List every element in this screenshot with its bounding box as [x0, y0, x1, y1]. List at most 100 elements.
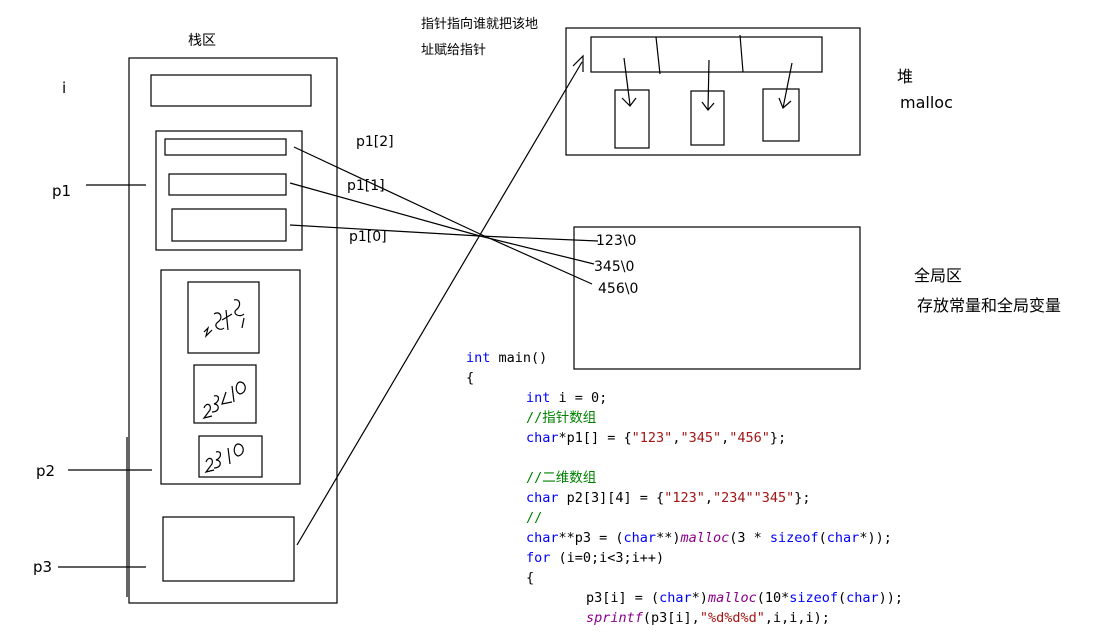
p3-box: [162, 516, 295, 582]
global-title: 全局区: [914, 266, 963, 285]
heap-arrowhead-3: [778, 97, 792, 110]
code-keyword: char: [659, 590, 692, 606]
code-text: };: [794, 490, 811, 506]
code-line-5: char*p1[] = {"123","345","456"};: [466, 428, 903, 448]
p1-0-pointer-a: [289, 224, 481, 237]
code-line-12: {: [466, 568, 903, 588]
code-string: "123": [664, 490, 705, 506]
p2-row-0-scribble: [203, 299, 245, 338]
code-text: (p3[i],: [642, 610, 700, 626]
p1-1-pointer-b: [479, 235, 595, 265]
p1-array-box: [155, 130, 303, 251]
p2-row-2: [198, 435, 263, 478]
p2-row-1: [193, 364, 257, 424]
code-text: (10*: [756, 590, 790, 606]
label-p2: p2: [36, 462, 56, 480]
code-text: ,i,i,i);: [764, 610, 830, 626]
heap-arrow-1: [623, 57, 631, 106]
code-text: *));: [859, 530, 892, 546]
code-keyword: char: [526, 430, 559, 446]
code-line-3: int i = 0;: [466, 388, 903, 408]
label-p1: p1: [52, 182, 72, 200]
const-345: 345\0: [594, 259, 635, 275]
code-text: {: [466, 370, 475, 386]
const-456: 456\0: [598, 281, 639, 297]
heap-divider-1: [655, 36, 661, 75]
code-line-13: p3[i] = (char*)malloc(10*sizeof(char));: [466, 588, 903, 608]
code-line-7: //二维数组: [466, 468, 903, 488]
code-text: (: [818, 530, 827, 546]
label-p1-1: p1[1]: [347, 178, 385, 194]
p2-handwritten-values: [202, 299, 246, 473]
p2-array-box: [160, 269, 301, 485]
code-line-11: for (i=0;i<3;i++): [466, 548, 903, 568]
stack-title: 栈区: [188, 33, 216, 49]
p1-0-cell: [171, 208, 287, 242]
note-line-2: 址赋给指针: [421, 43, 487, 58]
label-p1-2: p1[2]: [356, 134, 394, 150]
code-text: *p1[] = {: [558, 430, 632, 446]
code-string: "%d%d%d": [699, 610, 765, 626]
code-text: (i=0;i<3;i++): [550, 550, 665, 566]
code-line-14: sprintf(p3[i],"%d%d%d",i,i,i);: [466, 608, 903, 628]
code-text: ,: [704, 490, 713, 506]
code-keyword: char: [623, 530, 657, 546]
p1-1-cell: [168, 173, 287, 196]
p2-row-2-scribble: [204, 443, 244, 473]
heap-block-2: [690, 90, 725, 146]
code-text: *): [691, 590, 708, 606]
global-subtitle: 存放常量和全局变量: [917, 296, 1062, 315]
p3-arrowhead: [572, 54, 584, 72]
code-text: p3[i] = (: [586, 590, 660, 606]
code-string: "345": [753, 490, 795, 506]
code-string: "234": [712, 490, 754, 506]
heap-pointer-array: [590, 36, 823, 73]
code-keyword: char: [826, 530, 860, 546]
code-text: ,: [721, 430, 730, 446]
heap-divider-2: [739, 34, 744, 73]
heap-arrow-3: [782, 62, 793, 109]
heap-arrowhead-2: [701, 101, 715, 111]
heap-block-3: [762, 88, 800, 142]
heap-arrowhead-1: [621, 97, 637, 107]
p2-row-1-scribble: [202, 381, 246, 419]
label-i: i: [62, 79, 67, 97]
note-line-1: 指针指向谁就把该地: [421, 17, 539, 32]
code-string: "345": [680, 430, 722, 446]
code-line-6: [466, 448, 903, 468]
code-keyword: int: [526, 390, 551, 406]
code-line-4: //指针数组: [466, 408, 903, 428]
code-line-9: //: [466, 508, 903, 528]
code-listing: int main() { int i = 0; //指针数组 char*p1[]…: [466, 348, 903, 628]
p1-1-pointer-a: [289, 182, 481, 237]
heap-title: 堆: [897, 67, 914, 86]
code-keyword: char: [846, 590, 879, 606]
code-function: sprintf: [586, 610, 643, 626]
heap-subtitle: malloc: [900, 93, 953, 112]
p1-2-cell: [164, 138, 287, 156]
code-string: "123": [631, 430, 673, 446]
p2-row-0: [187, 281, 260, 354]
heap-block-1: [614, 89, 650, 149]
code-text: (3 *: [729, 530, 770, 546]
code-comment: //指针数组: [526, 410, 597, 426]
code-keyword: sizeof: [789, 590, 839, 606]
code-line-1: int main(): [466, 348, 903, 368]
code-function: malloc: [707, 590, 757, 606]
p1-2-pointer-a: [293, 146, 481, 235]
code-keyword: char: [526, 490, 559, 506]
code-text: ,: [672, 430, 681, 446]
code-line-2: {: [466, 368, 903, 388]
heap-arrow-2: [707, 59, 710, 111]
p1-2-pointer-b: [479, 233, 593, 285]
code-text: **p3 = (: [558, 530, 624, 546]
code-comment: //二维数组: [526, 470, 597, 486]
code-text: (: [838, 590, 847, 606]
code-text: main(): [490, 350, 548, 366]
p3-pointer-line: [296, 61, 583, 546]
code-text: **): [656, 530, 681, 546]
code-string: "456": [729, 430, 770, 446]
var-i-box: [150, 74, 312, 107]
code-text: {: [526, 570, 535, 586]
